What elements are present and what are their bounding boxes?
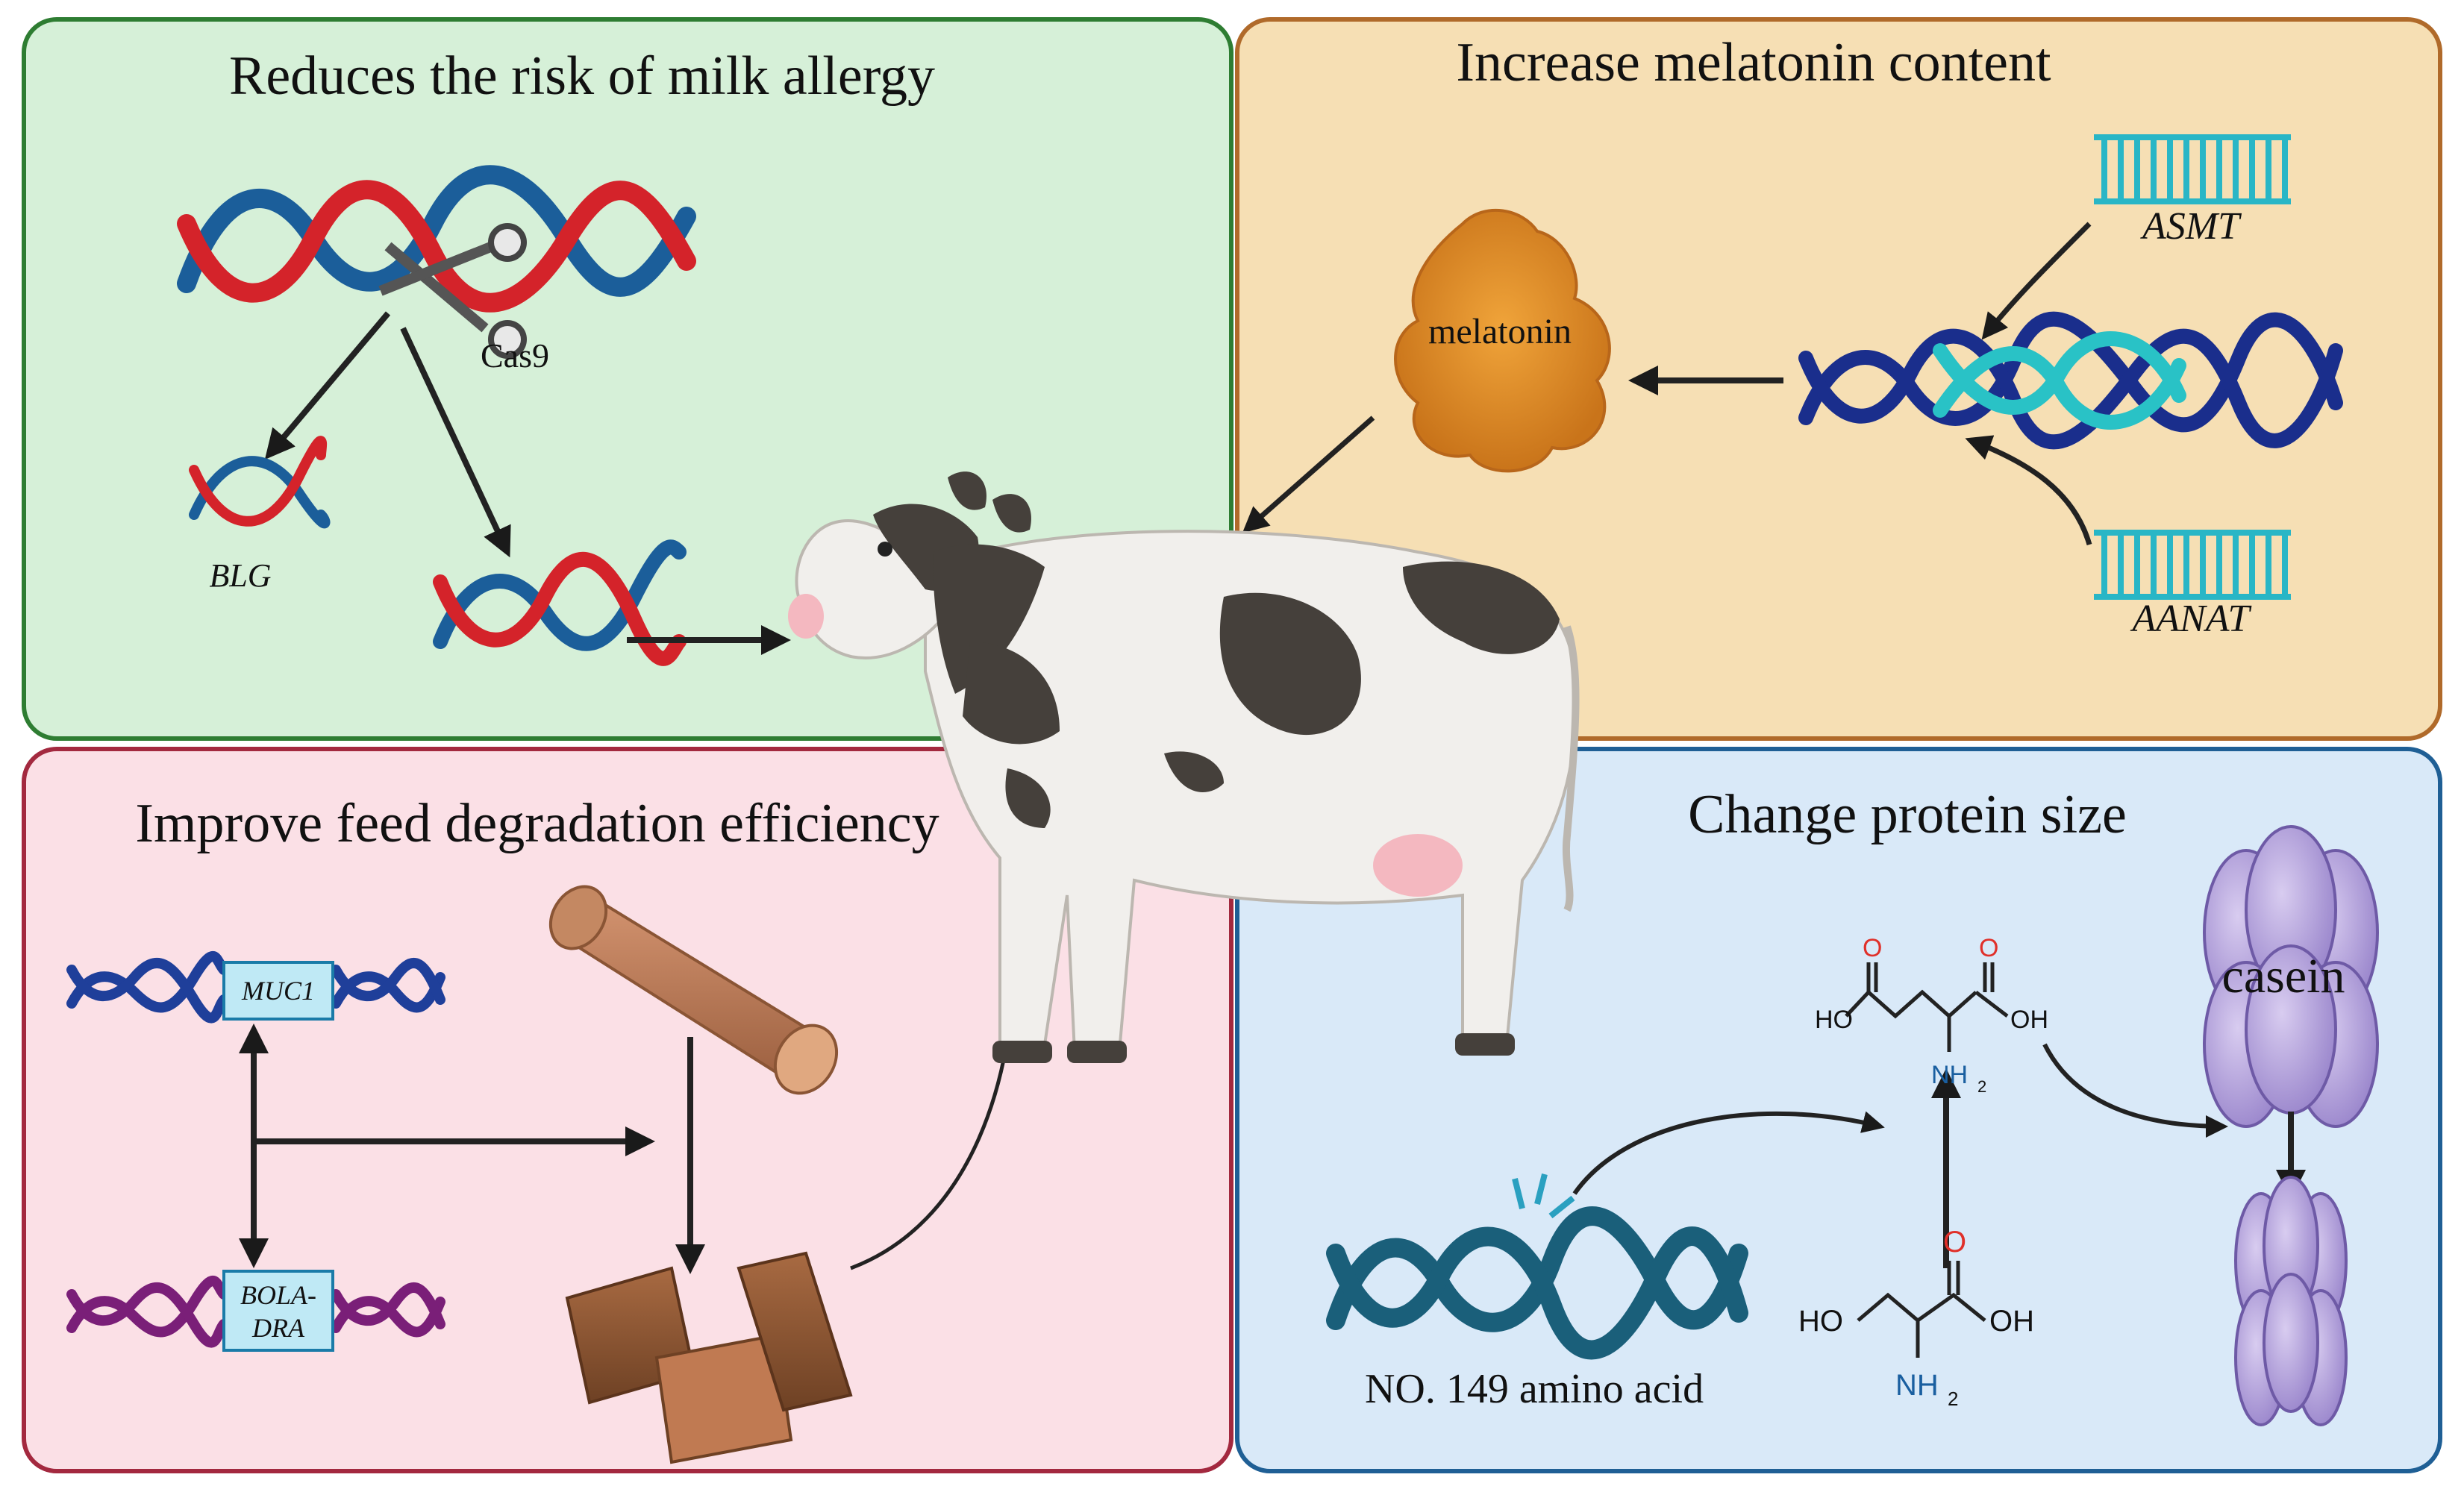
arrow-to-blg: [264, 311, 391, 460]
melatonin-dna-icon: [1798, 311, 2343, 450]
bola-label-line2: DRA: [251, 1313, 305, 1343]
feed-title: Improve feed degradation efficiency: [135, 793, 939, 854]
casein-label: casein: [2222, 949, 2345, 1003]
small-casein-icon: [2234, 1176, 2348, 1426]
mutation-burst-icon: [1512, 1173, 1575, 1219]
blg-label: BLG: [209, 557, 271, 594]
serine-structure: [1857, 1261, 1986, 1358]
amino-acid-label: NO. 149 amino acid: [1365, 1366, 1704, 1412]
glu-nh-sub: 2: [1977, 1077, 1986, 1096]
blg-gene-icon: [189, 436, 331, 529]
bola-dra-box: [222, 1270, 334, 1352]
melatonin-blob-icon: [1394, 208, 1611, 473]
hay-log-icon: [548, 885, 839, 1095]
casein-micelle-icon: [2203, 825, 2379, 1128]
glu-nh: NH: [1931, 1061, 1968, 1089]
protein-title: Change protein size: [1688, 784, 2127, 845]
ser-o: O: [1943, 1226, 1966, 1259]
allergy-title: Reduces the risk of milk allergy: [229, 46, 935, 107]
glu-oh: OH: [2010, 1006, 2048, 1034]
ser-nh: NH: [1895, 1369, 1939, 1402]
melatonin-label: melatonin: [1428, 312, 1572, 351]
glu-o2: O: [1979, 934, 1998, 962]
arrow-glu-to-casein: [2042, 1043, 2228, 1138]
arrow-asmt-to-dna: [1981, 222, 2092, 340]
glutamic-acid-structure: [1845, 962, 2009, 1052]
aanat-gene-icon: [2094, 530, 2291, 600]
bola-label-line1: BOLA-: [240, 1280, 316, 1310]
ser-nh-sub: 2: [1948, 1388, 1958, 1410]
hay-pieces-icon: [565, 1251, 853, 1464]
glu-ho: HO: [1815, 1006, 1853, 1034]
melatonin-title: Increase melatonin content: [1456, 32, 2051, 93]
scissors-icon: [378, 223, 527, 359]
arrow-aanat-to-dna: [1965, 435, 2092, 545]
amino-dna-icon: [1326, 1206, 1748, 1360]
muc1-box: [222, 961, 334, 1021]
arrow-to-edited-dna: [400, 327, 511, 558]
muc1-dna-icon: [66, 951, 445, 1024]
ser-ho: HO: [1798, 1305, 1843, 1338]
arrow-melatonin-to-cow: [1242, 416, 1375, 533]
glu-o1: O: [1863, 934, 1882, 962]
dna-helix-icon: [177, 165, 696, 313]
muc1-label: MUC1: [241, 976, 315, 1006]
asmt-gene-icon: [2094, 134, 2291, 204]
ser-oh: OH: [1989, 1305, 2034, 1338]
cow-icon: [788, 471, 1580, 1063]
bola-dna-icon: [66, 1276, 445, 1348]
asmt-label: ASMT: [2140, 205, 2242, 248]
arrow-dna-to-glu: [1572, 1111, 1885, 1195]
edited-dna-icon: [433, 539, 687, 666]
aanat-label: AANAT: [2130, 598, 2252, 640]
cas9-label: Cas9: [481, 336, 549, 374]
